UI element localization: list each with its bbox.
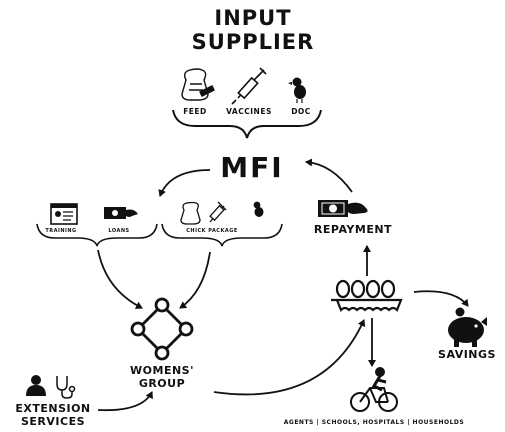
savings-label: SAVINGS	[438, 348, 496, 361]
repayment-label: REPAYMENT	[313, 223, 393, 236]
cash-repayment-icon	[318, 200, 368, 217]
vaccines-label: VACCINES	[226, 107, 272, 116]
agents-label: AGENTS | SCHOOLS, HOSPITALS | HOUSEHOLDS	[283, 419, 465, 426]
input-supplier-title: INPUT SUPPLIER	[178, 6, 328, 54]
extension-services-label: EXTENSION SERVICES	[8, 402, 98, 428]
training-board-icon	[50, 203, 78, 225]
arrow-left-to-group	[97, 249, 143, 309]
network-group-icon	[130, 297, 194, 361]
chick-package-label: CHICK PACKAGE	[186, 228, 238, 234]
arrow-repayment-to-mfi	[305, 158, 353, 193]
arrow-extension-to-group	[97, 391, 153, 412]
mfi-label: MFI	[220, 151, 284, 184]
cash-loan-icon	[104, 207, 138, 219]
chick-package-bracket	[161, 223, 283, 247]
piggy-bank-icon	[448, 306, 487, 347]
womens-group-label: WOMENS' GROUP	[124, 364, 200, 390]
syringe-icon	[231, 67, 267, 105]
input-bracket	[172, 109, 322, 139]
title-line-2: SUPPLIER	[191, 30, 315, 54]
womens-line: WOMENS'	[130, 364, 194, 377]
title-line-1: INPUT	[214, 6, 292, 30]
extension-line: EXTENSION	[15, 402, 91, 415]
doc-label: DOC	[291, 107, 311, 116]
training-label: TRAINING	[45, 228, 77, 234]
stethoscope-icon	[56, 376, 76, 399]
loans-label: LOANS	[108, 228, 130, 234]
person-icon	[26, 375, 46, 396]
arrow-package-to-group	[179, 251, 211, 309]
group-line: GROUP	[138, 377, 186, 390]
arrow-mfi-to-left	[158, 169, 211, 197]
feed-sack-icon	[181, 68, 215, 101]
feed-label: FEED	[183, 107, 207, 116]
services-line: SERVICES	[20, 415, 86, 428]
chick-icon	[288, 77, 306, 103]
egg-tray-icon	[331, 279, 403, 312]
chick-package-icon	[180, 201, 264, 225]
training-loans-bracket	[36, 223, 158, 247]
arrow-eggs-to-savings	[413, 290, 469, 307]
arrow-group-to-eggs	[213, 319, 366, 396]
cyclist-icon	[350, 367, 398, 412]
